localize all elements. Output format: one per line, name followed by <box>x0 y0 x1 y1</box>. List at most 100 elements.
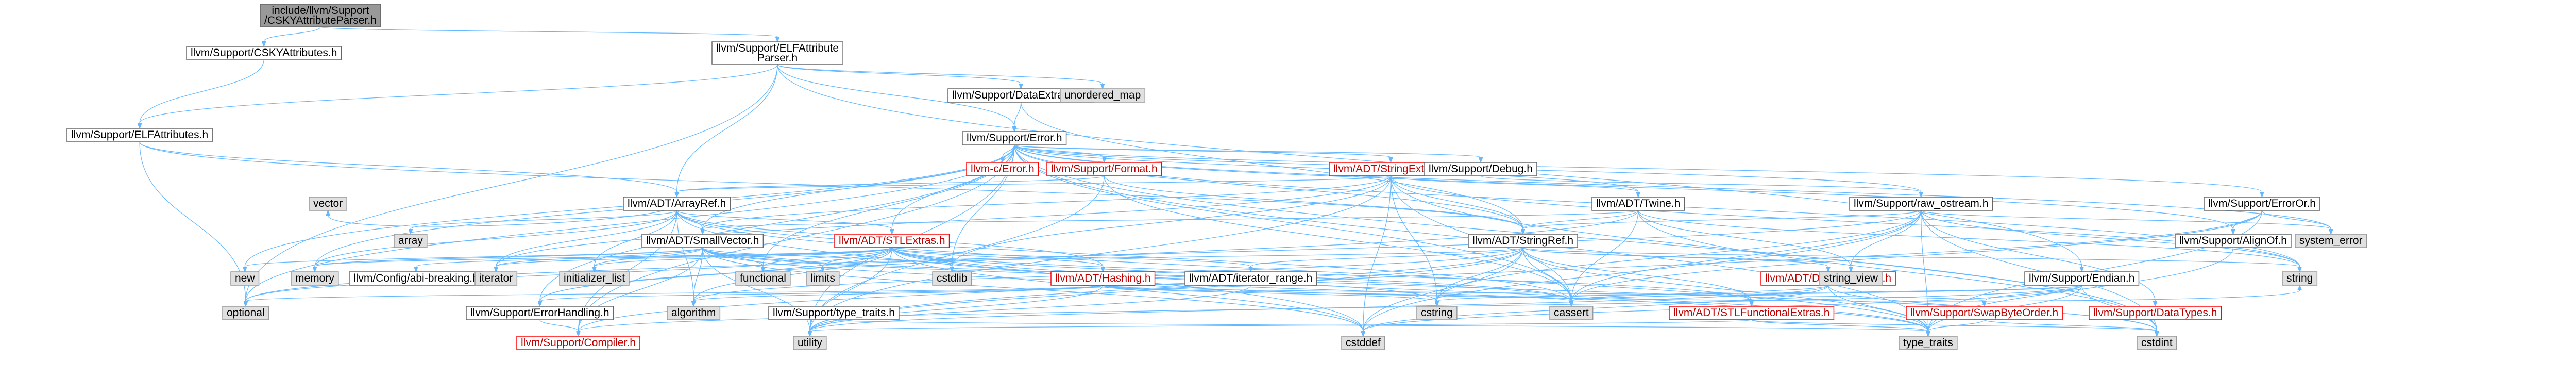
node-label: /CSKYAttributeParser.h <box>264 14 377 26</box>
node-compiler[interactable]: llvm/Support/Compiler.h <box>516 336 640 350</box>
node-box <box>349 271 483 286</box>
node-box <box>66 128 213 142</box>
node-box <box>1060 88 1146 103</box>
node-box <box>516 336 640 350</box>
edge-root-to-elfparser <box>320 26 777 37</box>
node-elfattr[interactable]: llvm/Support/ELFAttributes.h <box>66 128 213 142</box>
node-functional: functional <box>735 271 791 286</box>
node-erroror[interactable]: llvm/Support/ErrorOr.h <box>2204 197 2320 211</box>
node-configabi[interactable]: llvm/Config/abi-breaking.h <box>349 271 483 286</box>
node-box <box>962 131 1067 145</box>
node-label: llvm/ADT/STLExtras.h <box>839 235 945 247</box>
node-debug[interactable]: llvm/Support/Debug.h <box>1424 162 1537 176</box>
node-stlfunctional[interactable]: llvm/ADT/STLFunctionalExtras.h <box>1669 306 1835 320</box>
node-alignof[interactable]: llvm/Support/AlignOf.h <box>2175 234 2292 248</box>
node-label: llvm/ADT/StringExtras.h <box>1333 163 1448 175</box>
node-stlextras[interactable]: llvm/ADT/STLExtras.h <box>834 234 950 248</box>
node-box <box>1849 197 1993 211</box>
node-label: llvm/Support/DataTypes.h <box>2093 307 2217 319</box>
edge-error-to-erroror <box>1014 144 2262 192</box>
edge-rawostream-to-cstddef <box>1363 210 1922 331</box>
edge-error-to-twine <box>1014 144 1638 192</box>
edge-smallvector-to-memory <box>315 247 703 267</box>
edge-endian-to-cstring <box>1437 285 2082 301</box>
node-cstddef: cstddef <box>1341 336 1385 350</box>
node-iterrange[interactable]: llvm/ADT/iterator_range.h <box>1184 271 1317 286</box>
edge-swapbyteorder-to-type_traits <box>1928 319 1985 331</box>
edge-rawostream-to-cstring <box>1437 210 1922 301</box>
node-label: llvm/Support/raw_ostream.h <box>1854 198 1988 209</box>
node-datatypes[interactable]: llvm/Support/DataTypes.h <box>2089 306 2222 320</box>
node-cstdint: cstdint <box>2137 336 2177 350</box>
node-typetraits-llvm[interactable]: llvm/Support/type_traits.h <box>768 306 900 320</box>
edge-arrayref-to-vector <box>328 203 677 227</box>
node-label: memory <box>295 272 334 284</box>
node-root: include/llvm/Support/CSKYAttributeParser… <box>260 4 381 27</box>
node-label: llvm/Support/ELFAttribute <box>716 42 839 54</box>
edge-stringref-to-limits <box>823 247 1523 267</box>
edge-densemapinfo-to-cstddef <box>1363 285 1829 331</box>
edge-arrayref-to-cassert <box>676 210 1571 301</box>
node-memory: memory <box>291 271 339 286</box>
node-format[interactable]: llvm/Support/Format.h <box>1046 162 1162 176</box>
node-label: functional <box>740 272 786 284</box>
node-arrayref[interactable]: llvm/ADT/ArrayRef.h <box>623 197 731 211</box>
edge-arrayref-to-stlextras <box>676 210 892 229</box>
node-box <box>641 234 764 248</box>
edge-stlextras-to-configabi <box>416 247 892 267</box>
node-label: cassert <box>1554 307 1589 319</box>
node-new: new <box>230 271 260 286</box>
node-type-traits: type_traits <box>1899 336 1958 350</box>
node-label: optional <box>227 307 265 319</box>
node-label: array <box>398 235 423 247</box>
edge-twine-to-stringref <box>1523 210 1639 229</box>
node-box <box>2089 306 2222 320</box>
edge-rawostream-to-string_view <box>1851 210 1922 267</box>
node-label: llvm/Support/Format.h <box>1051 163 1158 175</box>
node-error[interactable]: llvm/Support/Error.h <box>962 131 1067 145</box>
node-array: array <box>394 234 428 248</box>
node-label: llvm/Support/ErrorOr.h <box>2208 198 2316 209</box>
node-box <box>2295 234 2367 248</box>
node-rawostream[interactable]: llvm/Support/raw_ostream.h <box>1849 197 1993 211</box>
edge-stringextras-to-smallvector <box>703 175 1392 229</box>
node-cassert: cassert <box>1549 306 1594 320</box>
node-twine[interactable]: llvm/ADT/Twine.h <box>1591 197 1685 211</box>
node-label: cstring <box>1421 307 1453 319</box>
node-box <box>1468 234 1578 248</box>
node-endian[interactable]: llvm/Support/Endian.h <box>2024 271 2140 286</box>
edge-smallvector-to-limits <box>702 247 823 267</box>
node-label: type_traits <box>1903 337 1953 349</box>
node-box <box>1549 306 1594 320</box>
edge-hashing-to-errorhandling <box>540 285 1104 301</box>
edge-format-to-stringref <box>1104 175 1523 229</box>
node-errorhandling[interactable]: llvm/Support/ErrorHandling.h <box>466 306 614 320</box>
node-label: initializer_list <box>564 272 625 284</box>
edge-stringextras-to-string <box>1390 175 2299 267</box>
edge-error-to-alignof <box>1014 144 2233 229</box>
edge-stringextras-to-arrayref <box>677 175 1392 192</box>
node-unordered-map: unordered_map <box>1060 88 1146 103</box>
node-hashing[interactable]: llvm/ADT/Hashing.h <box>1050 271 1156 286</box>
nodes-layer: include/llvm/Support/CSKYAttributeParser… <box>66 4 2367 350</box>
node-box <box>1424 162 1537 176</box>
node-box <box>394 234 428 248</box>
edge-stringextras-to-cstring <box>1390 175 1436 301</box>
node-cskyattr[interactable]: llvm/Support/CSKYAttributes.h <box>186 46 342 60</box>
node-cerror[interactable]: llvm-c/Error.h <box>966 162 1039 176</box>
edge-erroror-to-cassert <box>1571 210 2263 301</box>
edge-cskyattr-to-elfattr <box>140 59 264 123</box>
node-swapbyteorder[interactable]: llvm/Support/SwapByteOrder.h <box>1906 306 2063 320</box>
node-string: string <box>2282 271 2318 286</box>
edge-arrayref-to-memory <box>315 210 677 267</box>
edge-hashing-to-string <box>1103 278 2300 302</box>
node-stringref[interactable]: llvm/ADT/StringRef.h <box>1468 234 1578 248</box>
node-optional: optional <box>222 306 269 320</box>
node-box <box>711 41 843 65</box>
node-box <box>834 234 950 248</box>
node-label: cstdint <box>2141 337 2173 349</box>
node-box <box>291 271 339 286</box>
node-smallvector[interactable]: llvm/ADT/SmallVector.h <box>641 234 764 248</box>
edge-rawostream-to-system_error <box>1921 210 2331 229</box>
